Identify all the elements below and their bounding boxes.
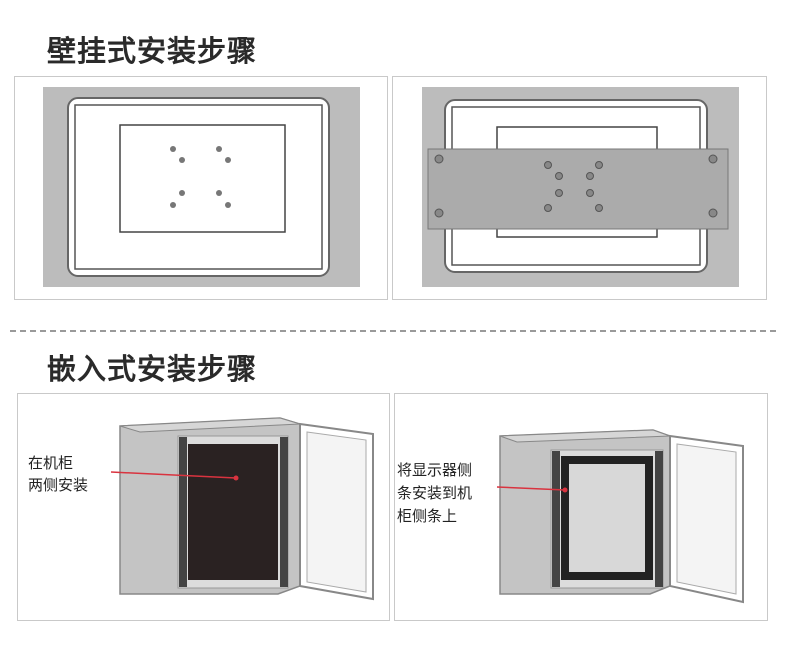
callout-line-2: 两侧安装 [28, 476, 89, 494]
monitor-with-bracket-illustration [422, 87, 739, 287]
callout-line-1: 将显示器侧 [397, 461, 473, 479]
cabinet-door-glass [306, 431, 367, 593]
embedded-step2-panel [394, 393, 768, 621]
callout-line-right [496, 486, 566, 491]
step1-callout-text: 在机柜 两侧安装 [28, 452, 88, 496]
monitor-back-vesa-illustration [43, 87, 360, 287]
wall-mount-step1-panel [14, 76, 388, 300]
cabinet-door-glass [676, 443, 737, 595]
embedded-mount-title: 嵌入式安装步骤 [47, 352, 258, 386]
cabinet-with-rails-illustration [110, 417, 374, 601]
right-rail [280, 437, 288, 587]
left-rail [552, 451, 560, 587]
monitor-screen [569, 464, 645, 572]
callout-dot-right [562, 487, 568, 493]
vesa-holes [170, 146, 231, 208]
monitor-inner-frame [74, 104, 323, 270]
bracket-screws [434, 154, 718, 218]
right-rail [655, 451, 663, 587]
embedded-step1-panel [17, 393, 390, 621]
wall-mount-title: 壁挂式安装步骤 [47, 34, 258, 68]
callout-line-2: 条安装到机 [397, 484, 473, 502]
callout-line-1: 在机柜 [28, 454, 74, 472]
callout-dot-left [233, 475, 239, 481]
cabinet-with-monitor-illustration [496, 429, 744, 604]
panel-screen [188, 444, 278, 580]
step2-callout-text: 将显示器侧 条安装到机 柜侧条上 [397, 459, 472, 528]
wall-mount-step2-panel [392, 76, 767, 300]
section-divider [10, 330, 776, 332]
callout-line-left [110, 471, 237, 479]
left-rail [179, 437, 187, 587]
wall-bracket [427, 148, 729, 230]
callout-line-3: 柜侧条上 [397, 507, 458, 525]
vesa-plate [119, 124, 286, 233]
